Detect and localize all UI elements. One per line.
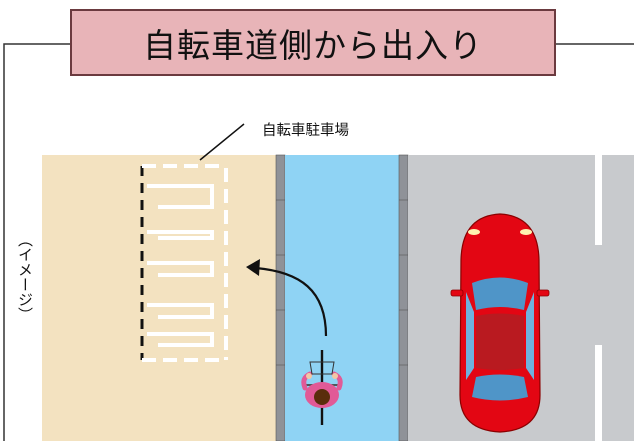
curb-left xyxy=(275,154,286,441)
curved-arrow-icon xyxy=(246,259,328,337)
parking-leader-line xyxy=(199,123,245,161)
outer-frame xyxy=(3,43,634,441)
car-icon xyxy=(450,213,550,433)
parking-area-label: 自転車駐車場 xyxy=(262,123,349,139)
cyclist-icon xyxy=(301,350,343,425)
parking-bays xyxy=(140,164,228,362)
sidewalk-area xyxy=(42,155,278,441)
curb-right xyxy=(398,154,409,441)
bike-lane xyxy=(285,155,399,441)
lane-markings xyxy=(595,155,602,441)
image-note-label: （イメージ） xyxy=(16,232,34,322)
page-title: 自転車道側から出入り xyxy=(70,9,556,76)
curb-joints xyxy=(276,199,408,366)
